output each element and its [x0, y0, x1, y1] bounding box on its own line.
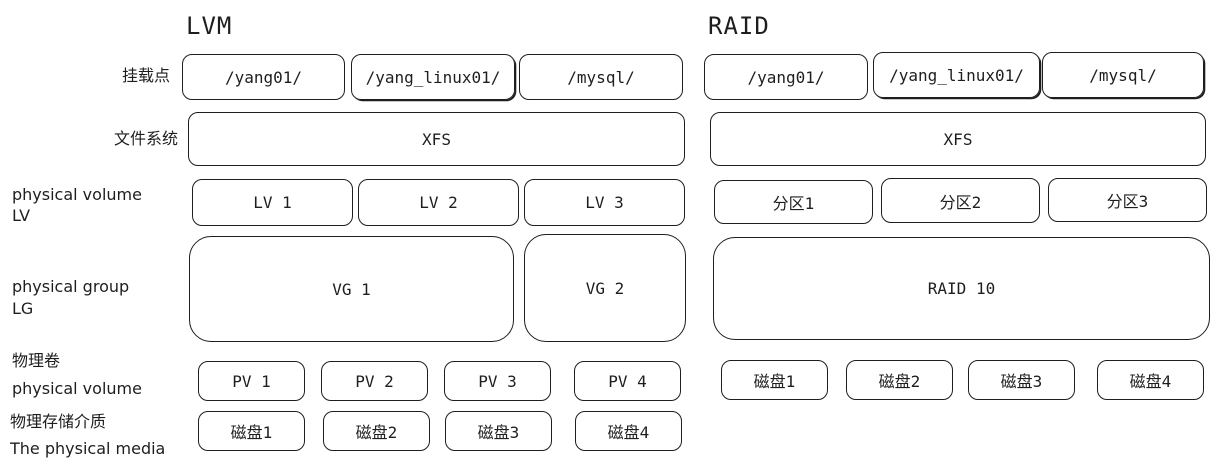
lvm-disk-box: 磁盘1 — [198, 411, 305, 451]
raid-mount-box: /mysql/ — [1042, 52, 1204, 98]
lvm-title: LVM — [186, 12, 233, 40]
raid-disk-box: 磁盘2 — [846, 360, 953, 400]
lvm-disk-box: 磁盘2 — [323, 411, 430, 451]
lvm-vg-box: VG 1 — [189, 236, 514, 342]
raid-title: RAID — [708, 12, 770, 40]
lvm-disk-box: 磁盘3 — [445, 411, 552, 451]
lvm-vg-box: VG 2 — [524, 234, 686, 342]
raid-disk-box: 磁盘1 — [721, 360, 828, 400]
label-lv-line1: physical volume — [12, 185, 142, 204]
lvm-pv-box: PV 1 — [198, 361, 305, 401]
raid-mount-box: /yang_linux01/ — [873, 52, 1040, 98]
raid-partition-box: 分区1 — [714, 180, 873, 224]
label-media-line1: 物理存储介质 — [10, 412, 107, 431]
lvm-mount-box: /yang_linux01/ — [351, 54, 515, 100]
raid-mount-box: /yang01/ — [704, 54, 868, 100]
label-media-line2: The physical media — [10, 439, 166, 458]
label-filesystem: 文件系统 — [113, 129, 178, 148]
lvm-lv-box: LV 3 — [524, 179, 685, 226]
raid-partition-box: 分区3 — [1048, 178, 1207, 222]
label-vg-line2: LG — [12, 299, 34, 318]
raid-disk-box: 磁盘3 — [968, 360, 1075, 400]
label-pv-line1: 物理卷 — [12, 351, 61, 370]
raid-partition-box: 分区2 — [881, 178, 1040, 223]
lvm-pv-box: PV 4 — [574, 361, 681, 401]
label-mount-point: 挂载点 — [121, 66, 170, 85]
lvm-mount-box: /yang01/ — [182, 54, 345, 100]
raid-disk-box: 磁盘4 — [1097, 360, 1204, 400]
label-pv-line2: physical volume — [12, 379, 142, 398]
lvm-pv-box: PV 3 — [444, 361, 551, 401]
raid-filesystem-box: XFS — [710, 112, 1206, 166]
lvm-pv-box: PV 2 — [321, 361, 428, 401]
raid-array-box: RAID 10 — [713, 237, 1210, 340]
lvm-lv-box: LV 1 — [192, 179, 353, 226]
lvm-mount-box: /mysql/ — [519, 54, 683, 100]
lvm-lv-box: LV 2 — [358, 179, 519, 226]
lvm-disk-box: 磁盘4 — [575, 411, 682, 451]
label-lv-line2: LV — [12, 206, 31, 225]
lvm-filesystem-box: XFS — [188, 112, 685, 166]
label-vg-line1: physical group — [12, 277, 130, 296]
